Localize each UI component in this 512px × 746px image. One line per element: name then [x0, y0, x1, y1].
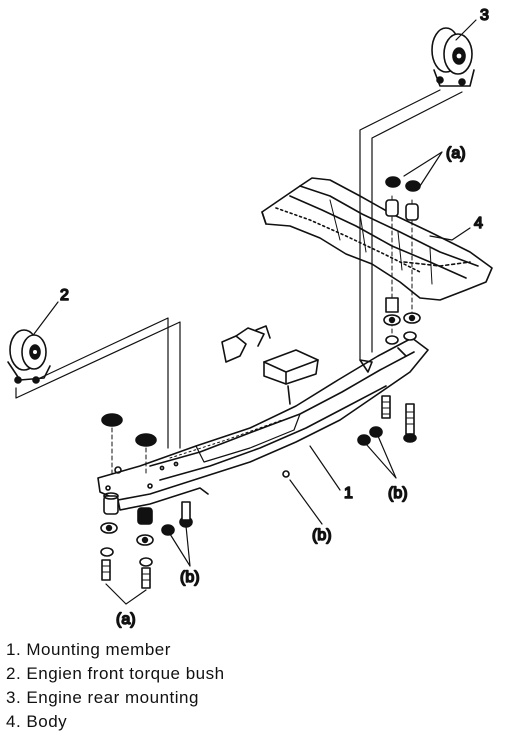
callout-2: 2: [60, 287, 69, 304]
bolts-right: [357, 395, 417, 446]
callout-4: 4: [474, 215, 483, 232]
rear-mounting: [431, 27, 475, 87]
legend-item: 4. Body: [6, 712, 68, 731]
front-mount-stack: [100, 413, 290, 589]
bracket-small: [221, 325, 271, 363]
legend-item: 3. Engine rear mounting: [6, 688, 199, 707]
callout-a-bottom: (a): [116, 611, 136, 628]
callout-b-left: (b): [180, 569, 200, 586]
mounting-member: [97, 337, 429, 511]
legend-item: 1. Mounting member: [6, 640, 171, 659]
callout-1: 1: [344, 485, 353, 502]
legend-item: 2. Engien front torque bush: [6, 664, 225, 683]
callout-b-center: (b): [312, 527, 332, 544]
bracket-block: [263, 349, 319, 405]
callout-a-top: (a): [446, 145, 466, 162]
front-torque-bush: [7, 329, 51, 384]
body-panel: [261, 177, 493, 301]
callout-3: 3: [480, 7, 489, 24]
exploded-diagram: 3 (a) 4 2 1 (b) (b) (b) (a): [7, 6, 493, 629]
parts-legend: 1. Mounting member 2. Engien front torqu…: [6, 638, 225, 734]
callout-b-right: (b): [388, 485, 408, 502]
